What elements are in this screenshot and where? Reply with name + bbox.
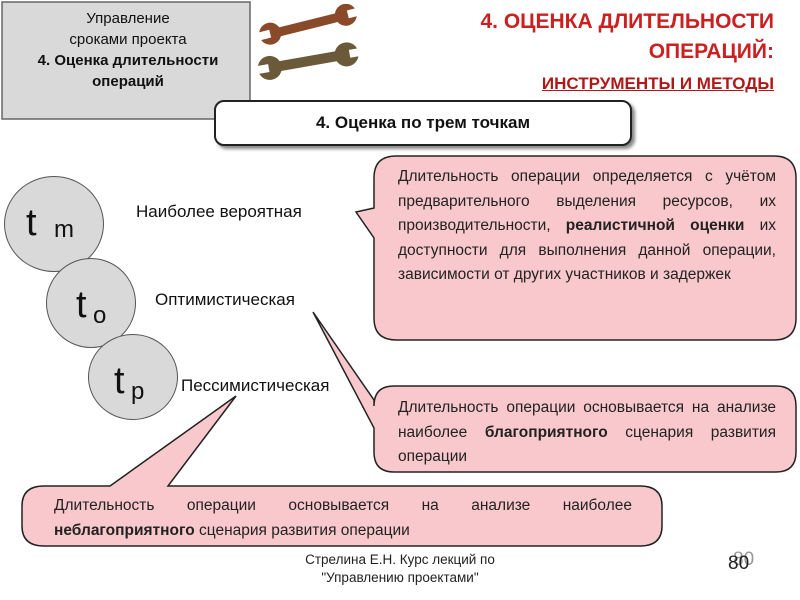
wrench-icon (255, 42, 365, 80)
method-box: 4. Оценка по трем точкам (214, 100, 632, 146)
footer-line-2: "Управлению проектами" (321, 570, 479, 585)
note-line-2: сроками проекта (69, 31, 187, 48)
method-label: 4. Оценка по трем точкам (315, 113, 531, 132)
symbol-tm-subscript: m (54, 216, 74, 243)
callout-optimistic-text: Длительность операции основывается на ан… (398, 399, 776, 465)
callout-likely-shape (354, 155, 797, 341)
callout-optimistic-shape (312, 311, 797, 473)
symbol-tp-subscript: p (131, 378, 145, 405)
symbol-tm: t (26, 202, 37, 244)
note-line-4: операций (92, 73, 164, 90)
slide-subtitle: ИНСТРУМЕНТЫ И МЕТОДЫ (541, 74, 774, 93)
note-text: Управление сроками проекта 4. Оценка дли… (6, 8, 250, 92)
section-note: Управление сроками проекта 4. Оценка дли… (0, 0, 252, 120)
symbol-to: t (76, 284, 87, 326)
wrench-icon (257, 3, 363, 45)
callout-pessimistic-shape (21, 395, 663, 547)
page-number: 80 (728, 553, 750, 574)
footer-line-1: Стрелина Е.Н. Курс лекций по (305, 552, 495, 567)
symbol-tp: t (114, 360, 125, 402)
circle-pessimistic (88, 334, 178, 420)
label-optimistic: Оптимистическая (155, 290, 295, 309)
label-pessimistic: Пессимистическая (181, 376, 330, 395)
note-line-1: Управление (86, 10, 170, 27)
callout-likely-text: Длительность операции определяется с учё… (398, 168, 776, 283)
slide-title-line-2: ОПЕРАЦИЙ: (648, 40, 774, 63)
label-most-likely: Наиболее вероятная (136, 202, 302, 221)
page-number-shadow: 80 (733, 549, 755, 570)
callout-pessimistic-text: Длительность операции основывается на ан… (54, 497, 632, 539)
slide-title-line-1: 4. ОЦЕНКА ДЛИТЕЛЬНОСТИ (480, 10, 774, 33)
wrenches-illustration (255, 3, 365, 84)
footer-credit: Стрелина Е.Н. Курс лекций по "Управлению… (270, 551, 530, 587)
circle-optimistic (46, 258, 136, 348)
circle-most-likely (4, 176, 104, 272)
note-line-3: 4. Оценка длительности (37, 52, 219, 69)
symbol-to-subscript: o (93, 302, 107, 329)
